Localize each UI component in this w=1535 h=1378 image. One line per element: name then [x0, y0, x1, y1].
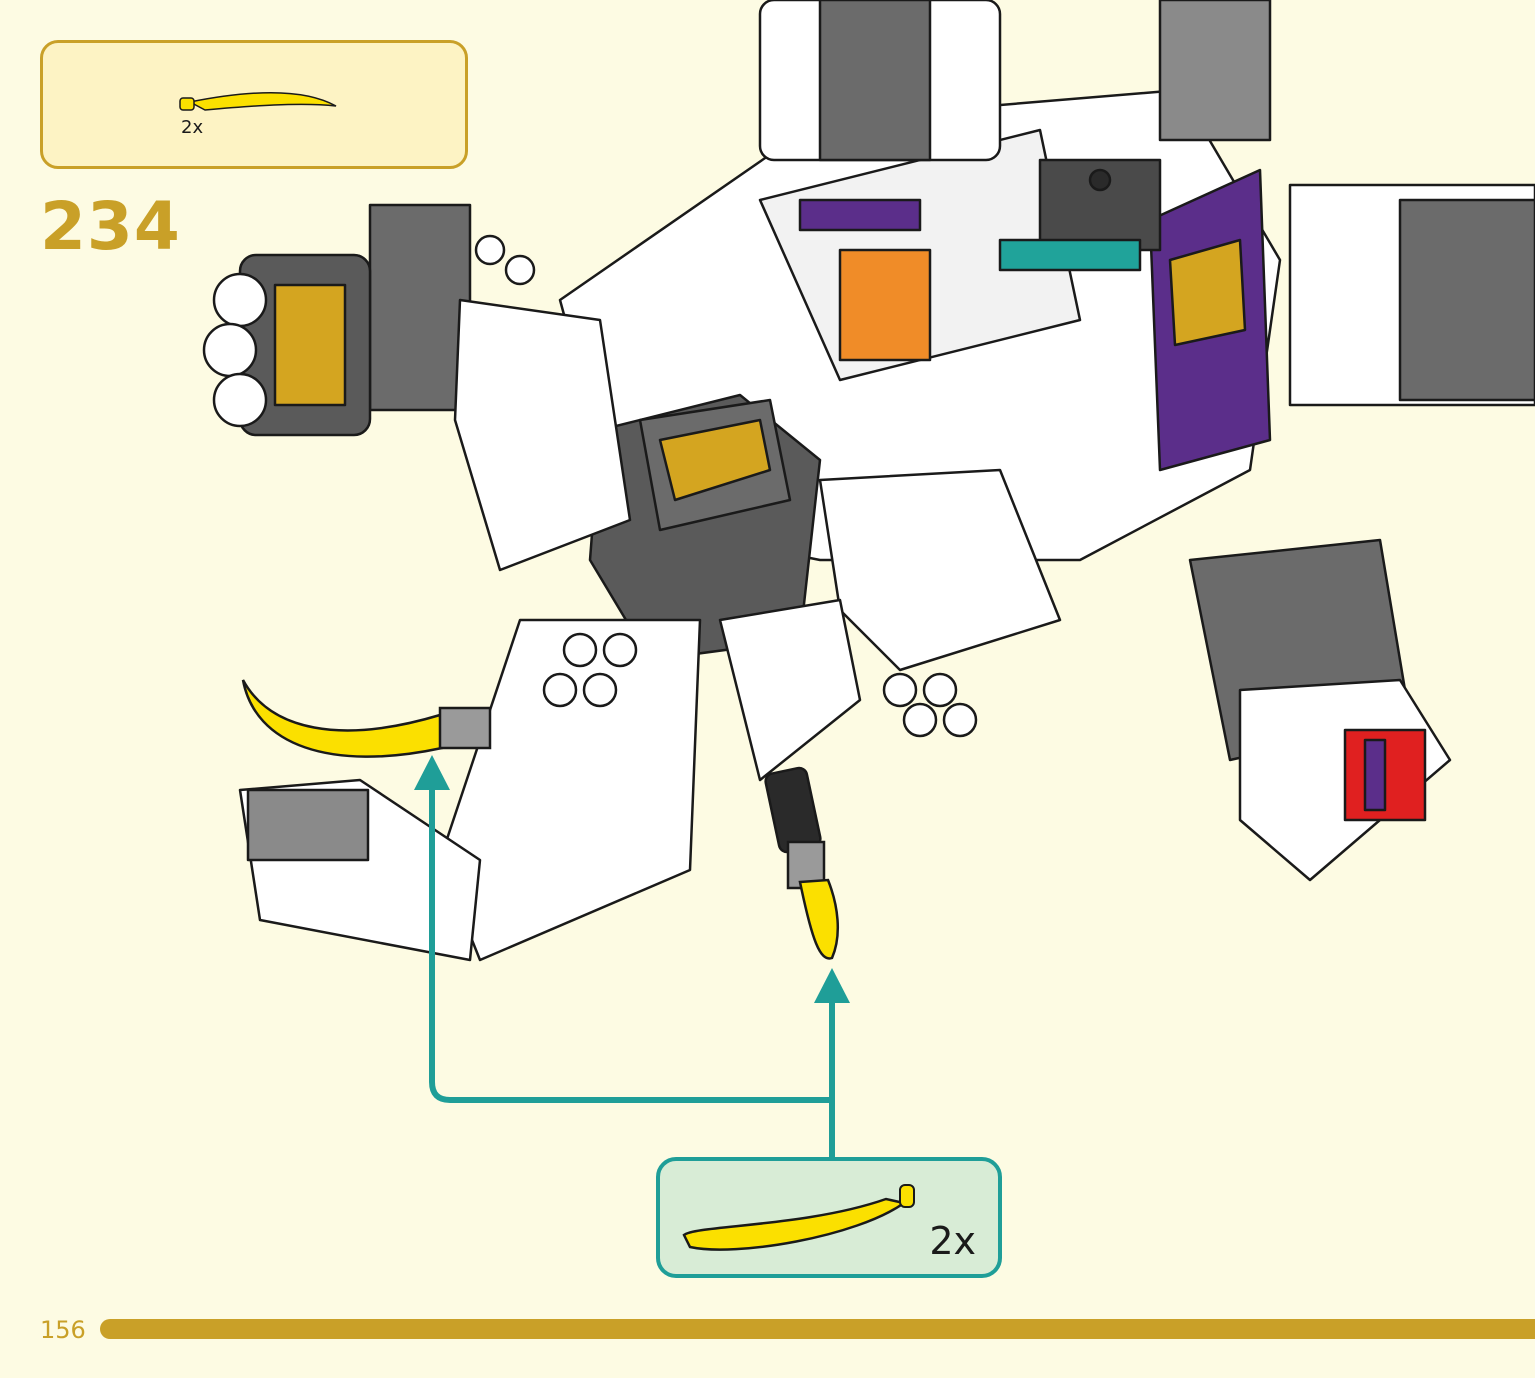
- robot-model-body: [202, 0, 1535, 962]
- subassembly-callout-box: 2x: [656, 1157, 1002, 1278]
- step-number: 234: [40, 188, 181, 265]
- attached-yellow-horn-piece-left: [241, 679, 492, 758]
- parts-quantity-label: 2x: [181, 117, 204, 138]
- arrow-head-right: [814, 968, 850, 1003]
- arrow-head-left: [414, 755, 450, 790]
- page-number: 156: [40, 1316, 86, 1344]
- yellow-curved-horn-piece-icon: [682, 1184, 915, 1251]
- page-footer-rule: [100, 1319, 1535, 1339]
- yellow-curved-horn-piece-icon: [179, 92, 337, 111]
- parts-callout-box: 2x: [40, 40, 468, 169]
- attached-yellow-horn-piece-right: [786, 840, 840, 960]
- subassembly-quantity-label: 2x: [929, 1219, 976, 1263]
- connector-arrows: [429, 785, 835, 1160]
